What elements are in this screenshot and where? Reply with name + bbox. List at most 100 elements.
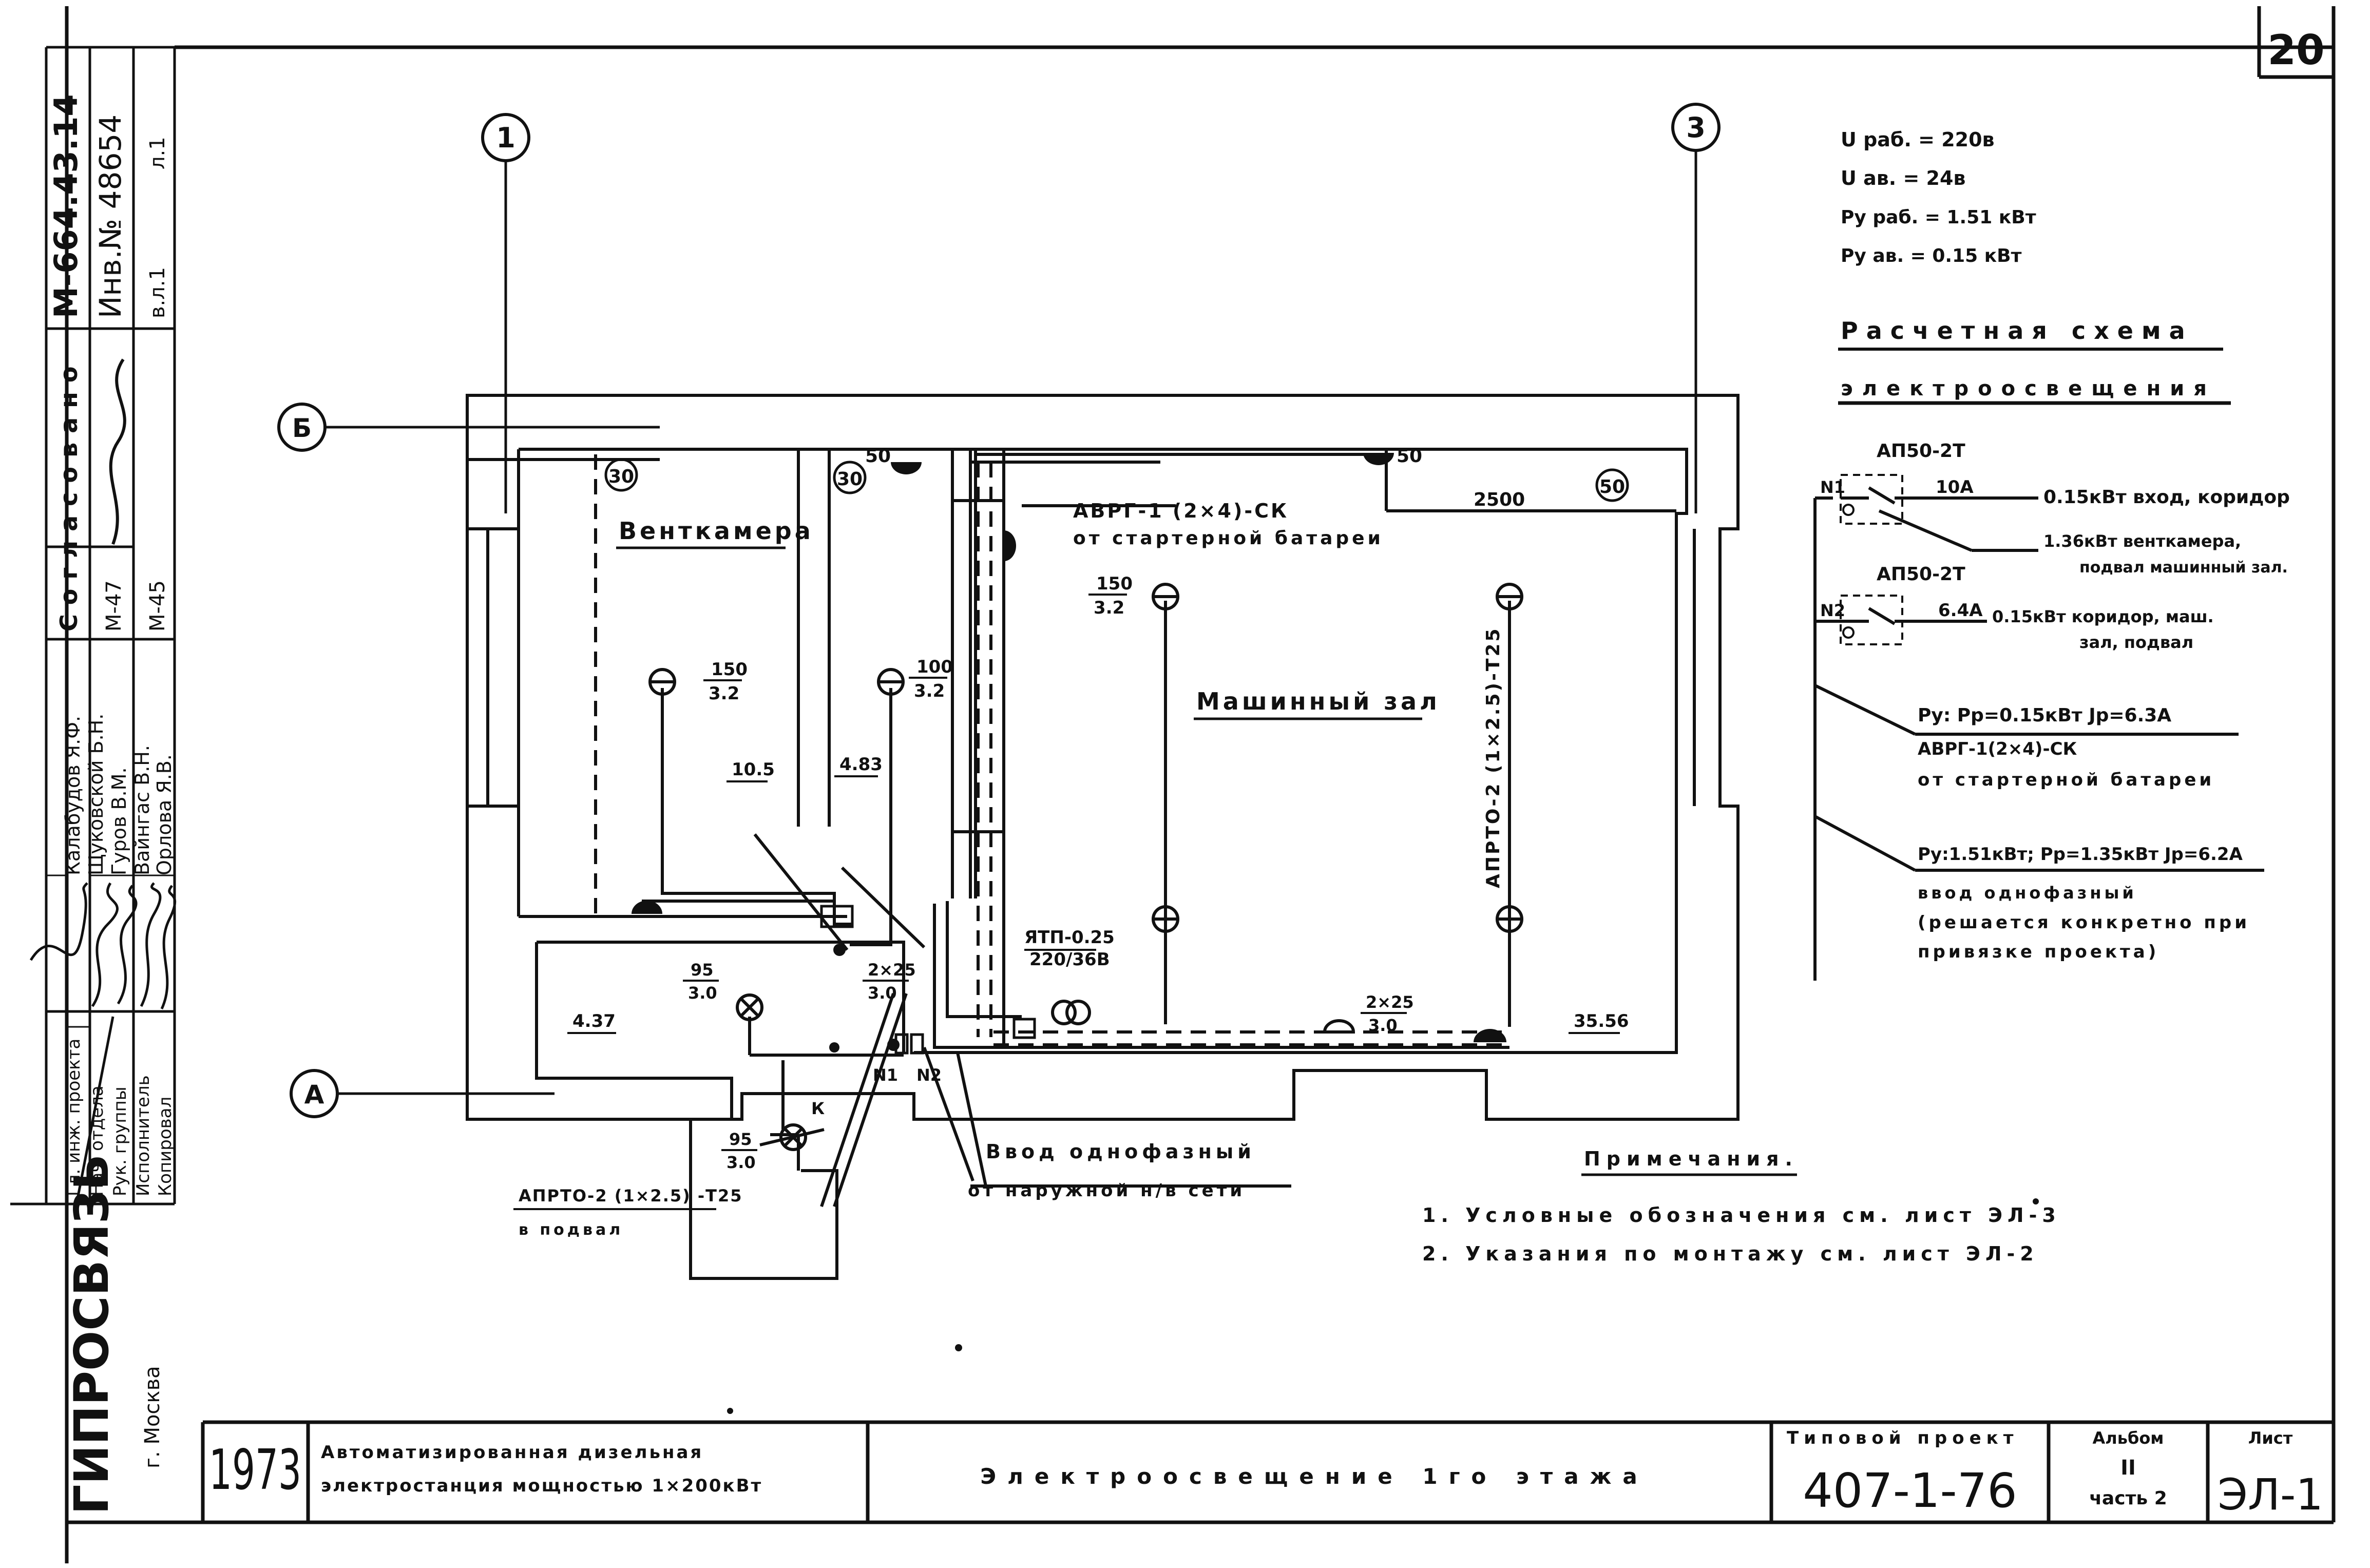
- sheet-code: ЭЛ-1: [2218, 1469, 2323, 1520]
- load-3b: зал, подвал: [2079, 633, 2193, 652]
- panel-n2: N2: [916, 1065, 942, 1085]
- param-p-emergency: Ру ав. = 0.15 кВт: [1841, 245, 2022, 266]
- fraction-150-3.2-b: 150 3.2: [1088, 573, 1133, 618]
- agreed-label: Согласовано: [55, 357, 83, 632]
- svg-text:150: 150: [711, 659, 748, 680]
- sheet-label: Лист: [2248, 1428, 2293, 1448]
- title-block: 1973 Автоматизированная дизельная электр…: [201, 1422, 2323, 1522]
- area-10.5: 10.5: [732, 759, 775, 780]
- album-number: II: [2120, 1456, 2136, 1480]
- drawing-title: Электроосвещение 1го этажа: [980, 1464, 1648, 1489]
- area-4.83: 4.83: [839, 754, 883, 775]
- album-label: Альбом: [2093, 1428, 2164, 1448]
- fraction-95-3.0-a: 95 3.0: [683, 960, 719, 1003]
- project-title-2: электростанция мощностью 1×200кВт: [321, 1476, 762, 1496]
- album-part: часть 2: [2089, 1488, 2167, 1509]
- fraction-2x25-3.0-a: 2×25 3.0: [863, 960, 916, 1003]
- transformer-ratio: 220/36В: [1029, 949, 1110, 970]
- doc-code: М-664.43.14: [47, 94, 85, 318]
- agree-signature: [109, 358, 126, 545]
- feeder-2-note-1: (решается конкретно при: [1918, 912, 2250, 933]
- scan-specks: [727, 1198, 2039, 1414]
- feeder-2-entry: ввод однофазный: [1918, 883, 2137, 903]
- svg-text:3.0: 3.0: [727, 1153, 756, 1172]
- svg-text:150: 150: [1096, 573, 1133, 594]
- lamp-power-right: 50: [1397, 446, 1422, 467]
- svg-text:2×25: 2×25: [1366, 992, 1414, 1012]
- area-4.37: 4.37: [572, 1011, 616, 1031]
- feeder-2-note-2: привязке проекта): [1918, 942, 2159, 962]
- svg-text:3.0: 3.0: [688, 983, 717, 1003]
- year: 1973: [209, 1438, 301, 1502]
- scheme-title-2: электроосвещения: [1841, 377, 2216, 400]
- person-name-2: Щуковской Б.Н.: [85, 714, 107, 875]
- svg-text:3.2: 3.2: [1094, 598, 1124, 618]
- dimension-2500: 2500: [1474, 489, 1525, 510]
- room-ventcamera: Венткамера: [619, 517, 814, 545]
- breaker-1-type: АП50-2Т: [1877, 441, 1965, 462]
- svg-text:3.0: 3.0: [868, 983, 897, 1003]
- load-1: 0.15кВт вход, коридор: [2043, 487, 2290, 508]
- person-name-1: Калабудов Я.Ф.: [62, 716, 84, 875]
- fraction-100-3.2: 100 3.2: [909, 657, 953, 701]
- svg-text:3.2: 3.2: [709, 683, 739, 704]
- lux-vent: 30: [608, 466, 634, 487]
- cable-basement-dest: в подвал: [519, 1221, 623, 1239]
- fraction-150-3.2-a: 150 3.2: [703, 659, 748, 704]
- fraction-2x25-3.0-b: 2×25 3.0: [1361, 992, 1414, 1035]
- svg-text:3.2: 3.2: [914, 681, 945, 701]
- entry-source: от наружной н/в сети: [968, 1180, 1245, 1201]
- svg-text:95: 95: [691, 960, 714, 980]
- inventory-number: Инв.№ 48654: [93, 114, 128, 318]
- param-u-work: U раб. = 220в: [1841, 128, 1995, 151]
- axis-3-label: 3: [1686, 111, 1706, 144]
- feeder-2-calc: Ру:1.51кВт; Рр=1.35кВт Jр=6.2А: [1918, 844, 2243, 865]
- load-2b: подвал машинный зал.: [2079, 559, 2288, 577]
- room-machine-hall: Машинный зал: [1196, 687, 1440, 715]
- area-35.56: 35.56: [1574, 1011, 1629, 1031]
- param-u-emergency: U ав. = 24в: [1841, 167, 1965, 189]
- axis-B-label: Б: [292, 413, 312, 443]
- organization-name: ГИПРОСВЯЗЬ: [64, 1154, 119, 1515]
- side-stamp: М-664.43.14 Инв.№ 48654 л.1 в.л.1 Соглас…: [10, 46, 177, 1515]
- note-2: 2. Указания по монтажу см. лист ЭЛ-2: [1422, 1242, 2039, 1265]
- typical-project-number: 407-1-76: [1803, 1463, 2017, 1518]
- fraction-95-3.0-b: 95 3.0: [721, 1130, 757, 1172]
- lamp-power-left: 50: [865, 446, 891, 467]
- entry-label: Ввод однофазный: [986, 1140, 1255, 1163]
- feeder-1-calc: Ру: Рр=0.15кВт Jр=6.3А: [1918, 705, 2171, 726]
- person-name-5: Орлова Я.В.: [153, 754, 176, 875]
- agree-row-1: М-47: [102, 580, 126, 632]
- note-1: 1. Условные обозначения см. лист ЭЛ-3: [1422, 1204, 2061, 1227]
- breaker-2-type: АП50-2Т: [1877, 564, 1965, 585]
- cable-avrg: АВРГ-1 (2×4)-СК: [1073, 500, 1289, 522]
- cable-avrg-source: от стартерной батареи: [1073, 528, 1384, 549]
- feeder-1-cable: АВРГ-1(2×4)-СК: [1918, 739, 2077, 759]
- load-2a: 1.36кВт венткамера,: [2043, 531, 2241, 551]
- axis-A-label: А: [304, 1080, 324, 1110]
- person-name-3: Гуров В.М.: [108, 767, 130, 875]
- city-name: г. Москва: [141, 1366, 164, 1468]
- sheet-frame: [65, 6, 2336, 1563]
- cable-basement: АПРТО-2 (1×2.5) -Т25: [519, 1186, 743, 1206]
- lux-corridor: 30: [837, 469, 863, 490]
- cable-aprto-vertical: АПРТО-2 (1×2.5)-Т25: [1483, 626, 1504, 888]
- role-4: Исполнитель: [133, 1075, 154, 1196]
- transformer-type: ЯТП-0.25: [1024, 927, 1115, 948]
- svg-text:95: 95: [729, 1130, 752, 1149]
- typical-project-label: Типовой проект: [1787, 1428, 2018, 1448]
- svg-text:2×25: 2×25: [868, 960, 916, 980]
- sheet-ref-1: л.1: [146, 137, 169, 169]
- calculation-scheme: Расчетная схема электроосвещения АП50-2Т…: [1813, 317, 2290, 981]
- lux-machine: 50: [1599, 476, 1625, 498]
- person-name-4: Вайнгас В.Н.: [131, 745, 154, 875]
- sheet-number: 20: [2267, 26, 2324, 74]
- project-title-1: Автоматизированная дизельная: [321, 1442, 703, 1463]
- signatures: [29, 882, 177, 1010]
- agree-row-2: М-45: [146, 580, 169, 632]
- notes: Примечания. 1. Условные обозначения см. …: [1422, 1148, 2061, 1265]
- sheet-ref-2: в.л.1: [146, 267, 169, 318]
- role-5: Копировал: [155, 1097, 176, 1196]
- breaker-2-number: N2: [1820, 601, 1845, 620]
